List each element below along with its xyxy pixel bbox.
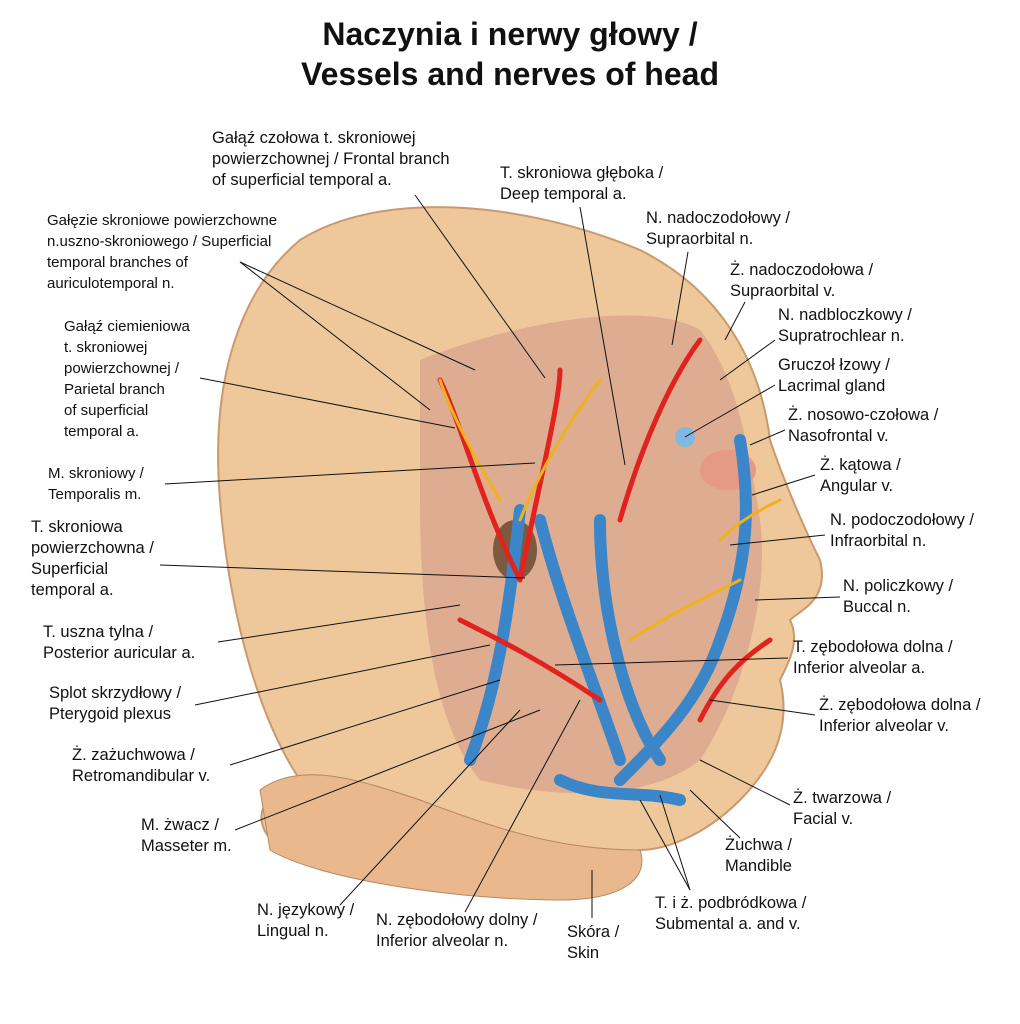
label-line: Supraorbital n.: [646, 230, 754, 248]
title-line-pl: Naczynia i nerwy głowy /: [322, 16, 698, 52]
label-post-auricular: T. uszna tylna / Posterior auricular a.: [43, 622, 195, 664]
label-line: Skóra /: [567, 923, 620, 941]
label-retromandibular: Ż. zażuchwowa / Retromandibular v.: [72, 745, 210, 787]
label-line: T. skroniowa: [31, 518, 123, 536]
vessels: [437, 337, 782, 806]
label-line: Nasofrontal v.: [788, 427, 889, 445]
label-line: Gruczoł łzowy /: [778, 356, 890, 374]
page-title: Naczynia i nerwy głowy / Vessels and ner…: [0, 14, 1020, 94]
label-line: N. nadoczodołowy /: [646, 209, 790, 227]
label-line: Mandible: [725, 857, 792, 875]
label-infraorbital: N. podoczodołowy / Infraorbital n.: [830, 510, 974, 552]
label-line: N. podoczodołowy /: [830, 511, 974, 529]
label-line: T. zębodołowa dolna /: [793, 638, 953, 656]
label-line: temporal a.: [64, 423, 140, 440]
label-line: T. uszna tylna /: [43, 623, 154, 641]
label-line: Angular v.: [820, 477, 894, 495]
label-supraorbital-n: N. nadoczodołowy / Supraorbital n.: [646, 208, 790, 250]
label-submental: T. i ż. podbródkowa / Submental a. and v.: [655, 893, 806, 935]
label-line: Deep temporal a.: [500, 185, 627, 203]
label-line: t. skroniowej: [64, 339, 148, 356]
label-line: powierzchownej /: [64, 360, 180, 377]
label-line: temporal branches of: [47, 254, 188, 271]
label-line: Buccal n.: [843, 598, 911, 616]
label-line: N. językowy /: [257, 901, 355, 919]
label-line: temporal a.: [31, 581, 114, 599]
label-line: Parietal branch: [64, 381, 165, 398]
label-line: Posterior auricular a.: [43, 644, 196, 662]
label-line: Ż. nosowo-czołowa /: [788, 406, 939, 424]
label-inf-alveolar-v: Ż. zębodołowa dolna / Inferior alveolar v…: [819, 695, 980, 737]
label-line: Infraorbital n.: [830, 532, 927, 550]
label-line: Ż. twarzowa /: [793, 789, 892, 807]
label-line: Gałęzie skroniowe powierzchowne: [47, 212, 278, 229]
label-lingual: N. językowy / Lingual n.: [257, 900, 354, 942]
leader-lines: [159, 194, 841, 918]
label-line: powierzchownej / Frontal branch: [212, 150, 450, 168]
label-nasofrontal: Ż. nosowo-czołowa / Nasofrontal v.: [788, 405, 938, 447]
label-deep-temporal: T. skroniowa głęboka / Deep temporal a.: [500, 163, 663, 205]
label-line: Ż. kątowa /: [820, 456, 901, 474]
label-line: Inferior alveolar v.: [819, 717, 949, 735]
label-line: Ż. zębodołowa dolna /: [819, 696, 981, 714]
label-line: of superficial temporal a.: [212, 171, 392, 189]
label-line: T. i ż. podbródkowa /: [655, 894, 807, 912]
label-superficial-temporal: T. skroniowa powierzchowna / Superficial te…: [31, 517, 154, 601]
label-line: N. zębodołowy dolny /: [376, 911, 538, 929]
label-line: powierzchowna /: [31, 539, 154, 557]
label-line: Skin: [567, 944, 600, 962]
label-line: of superficial: [64, 402, 149, 419]
label-masseter: M. żwacz / Masseter m.: [141, 815, 232, 857]
label-supraorbital-v: Ż. nadoczodołowa / Supraorbital v.: [730, 260, 873, 302]
label-parietal-branch: Gałąź ciemieniowa t. skroniowej powierzcho…: [64, 316, 190, 442]
label-line: Inferior alveolar n.: [376, 932, 509, 950]
label-line: Gałąź czołowa t. skroniowej: [212, 129, 416, 147]
label-line: M. żwacz /: [141, 816, 219, 834]
label-line: Inferior alveolar a.: [793, 659, 926, 677]
label-mandible: Żuchwa / Mandible: [725, 835, 792, 877]
label-line: Supratrochlear n.: [778, 327, 905, 345]
label-inf-alveolar-a: T. zębodołowa dolna / Inferior alveolar a…: [793, 637, 953, 679]
label-line: Pterygoid plexus: [49, 705, 171, 723]
label-line: Ż. zażuchwowa /: [72, 746, 195, 764]
label-lacrimal: Gruczoł łzowy / Lacrimal gland: [778, 355, 890, 397]
dissected-area: [420, 315, 762, 794]
label-line: Superficial: [31, 560, 109, 578]
label-line: Supraorbital v.: [730, 282, 836, 300]
label-pterygoid: Splot skrzydłowy / Pterygoid plexus: [49, 683, 181, 725]
label-temporalis: M. skroniowy / Temporalis m.: [48, 463, 144, 505]
label-skin: Skóra / Skin: [567, 922, 619, 964]
label-line: Masseter m.: [141, 837, 232, 855]
label-line: Ż. nadoczodołowa /: [730, 261, 874, 279]
label-line: n.uszno-skroniowego / Superficial: [47, 233, 272, 250]
label-inf-alveolar-n: N. zębodołowy dolny / Inferior alveolar n…: [376, 910, 537, 952]
label-line: Żuchwa /: [725, 836, 792, 854]
label-buccal: N. policzkowy / Buccal n.: [843, 576, 953, 618]
label-line: Submental a. and v.: [655, 915, 801, 933]
label-line: Splot skrzydłowy /: [49, 684, 182, 702]
label-line: N. nadbloczkowy /: [778, 306, 912, 324]
label-facial-v: Ż. twarzowa / Facial v.: [793, 788, 891, 830]
label-line: Retromandibular v.: [72, 767, 211, 785]
label-line: N. policzkowy /: [843, 577, 954, 595]
label-frontal-branch: Gałąź czołowa t. skroniowej powierzchowne…: [212, 128, 450, 191]
title-line-en: Vessels and nerves of head: [301, 56, 719, 92]
label-supratrochlear: N. nadbloczkowy / Supratrochlear n.: [778, 305, 912, 347]
label-line: Lacrimal gland: [778, 377, 886, 395]
label-angular: Ż. kątowa / Angular v.: [820, 455, 901, 497]
collar: [259, 774, 643, 901]
label-line: Facial v.: [793, 810, 854, 828]
label-auriculotemporal: Gałęzie skroniowe powierzchowne n.uszno-s…: [47, 210, 277, 294]
label-line: auriculotemporal n.: [47, 275, 175, 292]
label-line: Gałąź ciemieniowa: [64, 318, 190, 335]
label-line: M. skroniowy /: [48, 465, 144, 482]
label-line: Temporalis m.: [48, 486, 142, 503]
label-line: Lingual n.: [257, 922, 329, 940]
label-line: T. skroniowa głęboka /: [500, 164, 664, 182]
